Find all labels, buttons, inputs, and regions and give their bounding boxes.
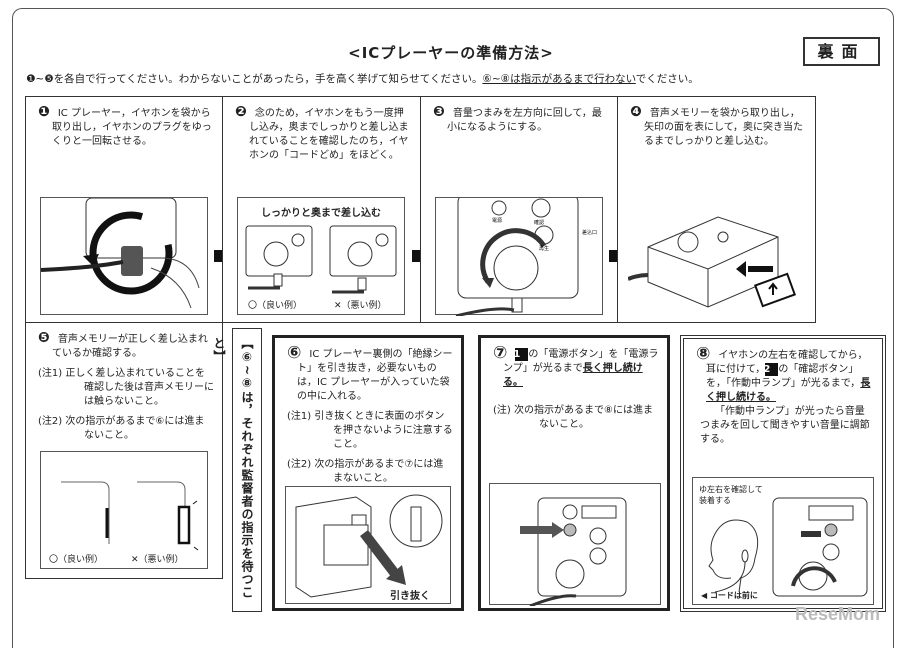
good-example-label: 〇（良い例） — [248, 301, 303, 311]
bad-example-label: ✕（悪い例） — [131, 555, 184, 565]
step-number: ❸ — [433, 104, 445, 120]
step-number: ❺ — [38, 330, 50, 346]
emphasis-text: 長く押し続ける。 — [503, 363, 643, 388]
wait-for-proctor-note: 【⑥~⑧は，それぞれ監督者の指示を待つこと】 — [212, 328, 262, 612]
button-2-badge: 2 — [763, 363, 779, 376]
memory-slot-label: 差込口 — [582, 229, 597, 236]
insert-plug-illustration: しっかりと奥まで差し込む 〇（良い例） ✕（悪い例） — [237, 197, 405, 315]
confirm-label: 確認 — [534, 219, 544, 226]
step-number: ❶ — [38, 104, 50, 120]
step-number: ❷ — [235, 104, 247, 120]
watermark-logo: ReseMom — [795, 604, 881, 624]
volume-knob-illustration: 電源 確認 再生 差込口 — [435, 193, 603, 318]
volume-knob-drawing: 電源 確認 再生 差込口 — [455, 193, 597, 318]
step-text: IC プレーヤー，イヤホンを袋から取り出し，イヤホンのプラグをゆっくりと一回転さ… — [52, 108, 212, 147]
memory-check-illustration: 〇（良い例） ✕（悪い例） — [40, 451, 208, 569]
plug-rotate-illustration — [40, 197, 208, 315]
memory-insert-drawing — [628, 216, 797, 308]
play-label: 再生 — [539, 245, 549, 252]
figure-caption: しっかりと奥まで差し込む — [261, 208, 381, 219]
intro-main: ❶~❺を各自で行ってください。わからないことがあったら，手を高く挙げて知らせてく… — [26, 73, 483, 85]
memory-check-drawing — [61, 481, 199, 551]
plug-rotate-drawing — [40, 197, 200, 309]
step-number: ❹ — [630, 104, 642, 120]
power-button-illustration — [489, 483, 661, 608]
wear-caption: ゆ左右を確認して装着する — [699, 485, 763, 505]
note-2: (注2) 次の指示があるまで⑥には進まないこと。 — [38, 416, 205, 441]
intro-tail: でください。 — [635, 73, 699, 85]
step-text: 念のため，イヤホンをもう一度押し込み，奥までしっかりと差し込まれていることを確認… — [249, 108, 409, 161]
pull-label: 引き抜く — [390, 591, 430, 602]
button-1-badge: 1 — [513, 348, 529, 361]
intro-underlined: ⑥~⑧は指示があるまで行わない — [482, 73, 636, 85]
cord-front-label: ◀ コードは前に — [701, 591, 758, 600]
pull-sheet-drawing — [295, 494, 443, 598]
sheet-frame — [12, 8, 894, 648]
power-button-drawing — [520, 497, 627, 608]
insert-plug-drawing — [245, 225, 397, 294]
step-number: ⑥ — [287, 343, 302, 363]
intro-text: ❶~❺を各自で行ってください。わからないことがあったら，手を高く挙げて知らせてく… — [26, 71, 699, 86]
step-text: 音声メモリーを袋から取り出し，矢印の面を表にして，奥に突き当たるまでしっかりと差… — [644, 108, 803, 147]
bad-example-label: ✕（悪い例） — [334, 301, 387, 311]
emphasis-text: 長く押し続ける。 — [706, 378, 871, 403]
step-text: 音声メモリーが正しく差し込まれているか確認する。 — [52, 334, 208, 359]
side-badge: 裏面 — [803, 37, 880, 66]
step-number: ⑧ — [696, 344, 711, 364]
earphone-drawing — [708, 497, 868, 597]
volume-adjust-text: 「作動中ランプ」が光ったら音量つまみを回して聞きやすい音量に調節する。 — [700, 406, 870, 445]
step-text: IC プレーヤー裏側の「絶縁シート」を引き抜き，必要ないものは，IC プレーヤー… — [297, 349, 453, 402]
step-number: ⑦ — [493, 343, 508, 363]
note-1: (注1) 正しく差し込まれていることを確認した後は音声メモリーには触らないこと。 — [38, 368, 214, 407]
pull-sheet-illustration: 引き抜く — [285, 486, 451, 604]
note-2: (注2) 次の指示があるまで⑦には進まないこと。 — [287, 459, 444, 484]
power-label: 電源 — [492, 217, 502, 224]
step-text: 音量つまみを左方向に回して，最小になるようにする。 — [447, 108, 602, 133]
good-example-label: 〇（良い例） — [49, 555, 104, 565]
note: (注) 次の指示があるまで⑧には進まないこと。 — [493, 405, 653, 430]
earphone-illustration: ゆ左右を確認して装着する ◀ コードは前に — [692, 477, 874, 605]
note-1: (注1) 引き抜くときに表面のボタンを押さないように注意すること。 — [287, 411, 453, 450]
page-title: <ICプレーヤーの準備方法> — [348, 44, 554, 62]
